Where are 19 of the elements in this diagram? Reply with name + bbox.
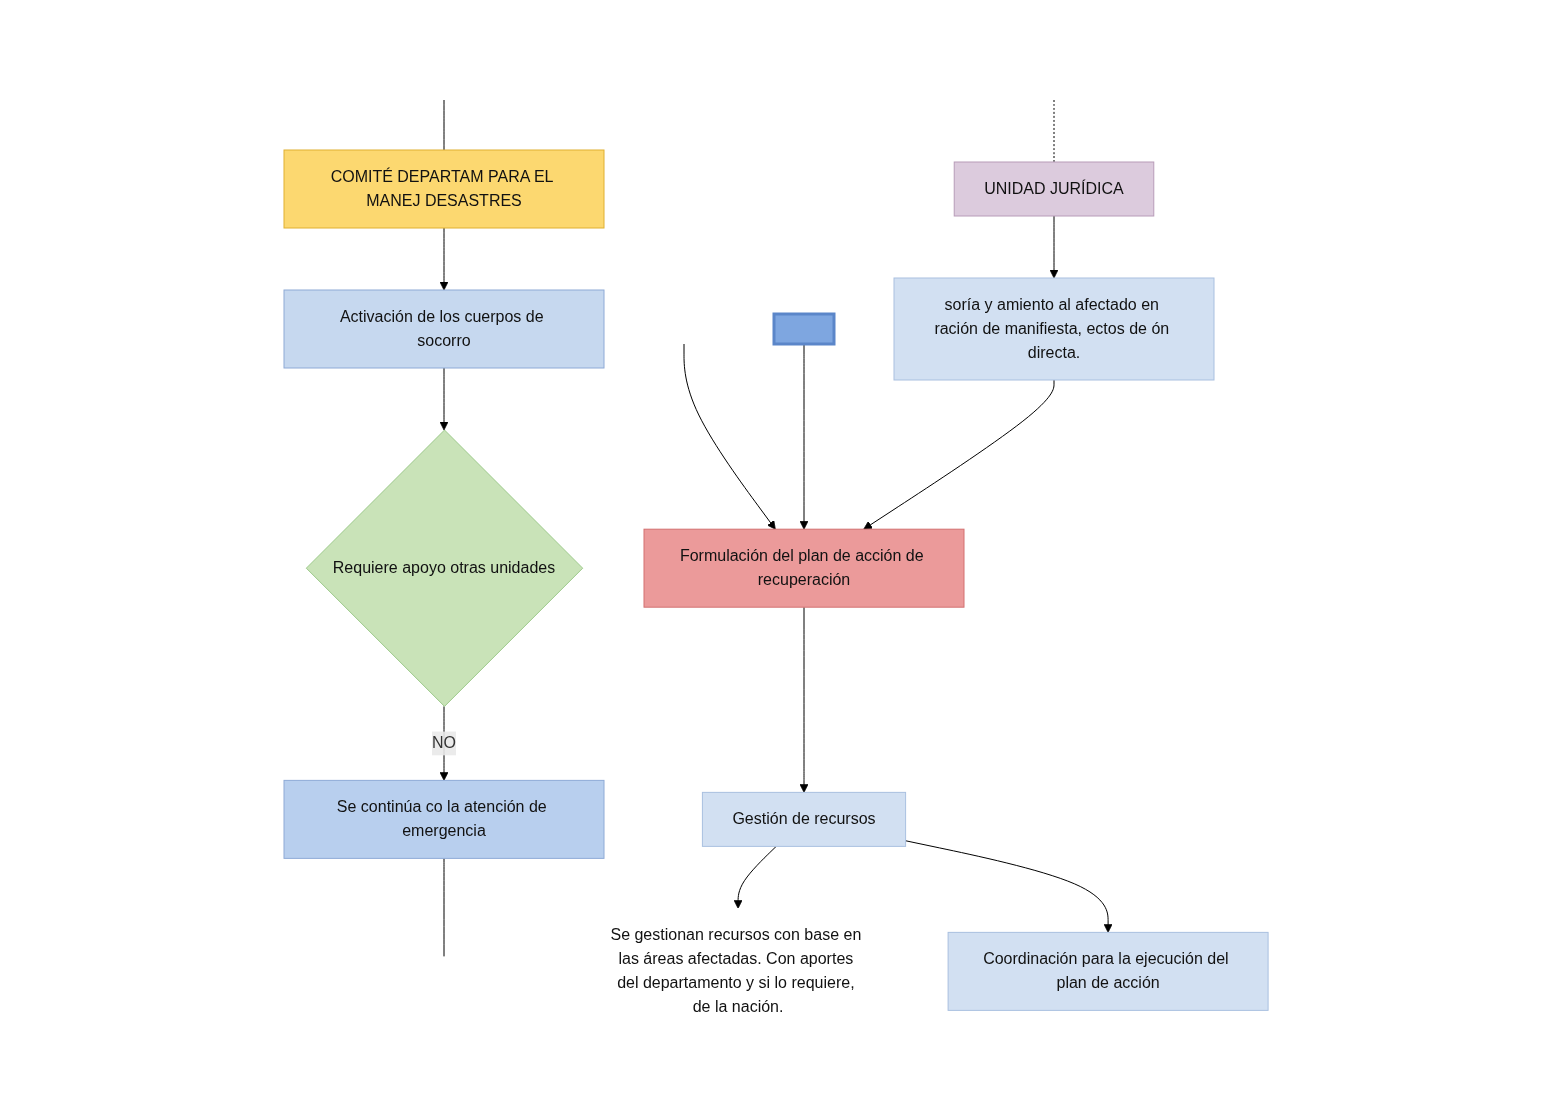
node-box: Gestión de recursos (702, 792, 907, 848)
arrow (1050, 215, 1059, 279)
arrow (734, 846, 778, 910)
arrow (905, 840, 1113, 934)
node-box: Coordinación para la ejecución del plan de acción (948, 932, 1270, 1012)
node-bar (772, 312, 836, 346)
node-box: COMITÉ DEPARTAM PARA EL MANEJ DESASTRES (283, 149, 605, 229)
node-box: Formulación del plan de acción de recuperación (643, 529, 965, 608)
node-box: soría y amiento al afectado en ración de manifiesta, ectos de ón directa. (893, 277, 1215, 381)
arrow (683, 343, 777, 530)
node-box: Se continúa co la atención de emergencia (283, 780, 605, 860)
node-box: UNIDAD JURÍDICA (954, 161, 1155, 217)
node-text: Se gestionan recursos con base en las áreas afectadas. Con aportes del departamento y si lo requiere, de la nación. (610, 926, 862, 1016)
arrow (863, 379, 1055, 530)
edge-label: NO (432, 734, 457, 752)
node-diamond: Requiere apoyo otras unidades (306, 429, 584, 708)
node-box: Activación de los cuerpos de socorro (283, 289, 605, 369)
arrow (440, 227, 449, 291)
arrow (440, 367, 449, 431)
